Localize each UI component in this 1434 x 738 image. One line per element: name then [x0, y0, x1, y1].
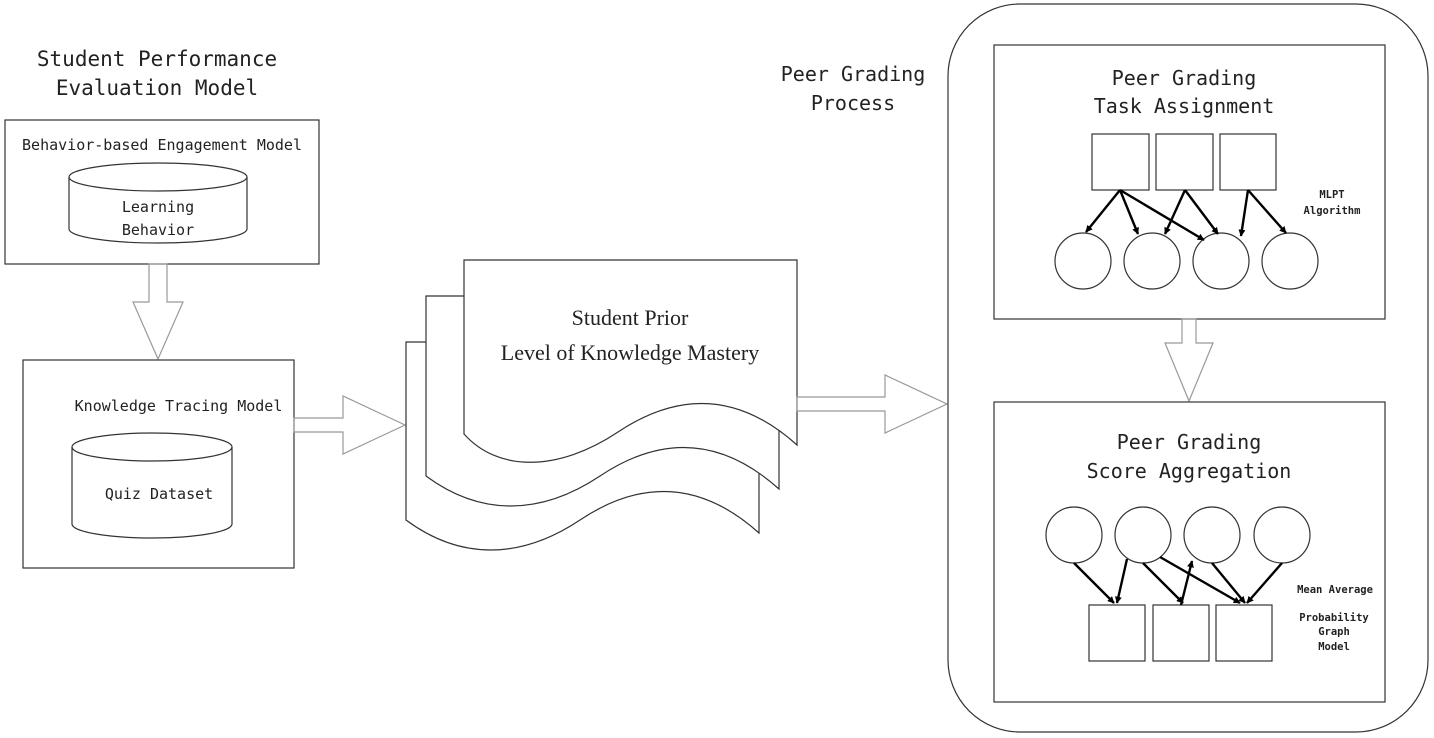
assignment-square-3: [1219, 133, 1277, 191]
hollow-arrow-right-1: [293, 395, 407, 455]
probability-graph-model-label-line1: Probability: [1299, 612, 1369, 624]
aggregation-square-2: [1152, 604, 1210, 662]
knowledge-tracing-label: Knowledge Tracing Model: [74, 397, 283, 415]
assignment-circle-3: [1192, 232, 1250, 290]
score-aggregation-box: [993, 401, 1386, 703]
engagement-model-label: Behavior-based Engagement Model: [22, 136, 302, 154]
task-assignment-title-line1: Peer Grading: [1111, 66, 1257, 90]
aggregation-circle-2: [1114, 506, 1172, 564]
aggregation-circle-3: [1183, 506, 1241, 564]
aggregation-circle-1: [1045, 506, 1103, 564]
assignment-circle-4: [1261, 232, 1319, 290]
mean-average-label: Mean Average: [1297, 584, 1373, 596]
evaluation-model-title-line2: Evaluation Model: [55, 76, 259, 100]
aggregation-arrows: [1073, 555, 1283, 606]
aggregation-square-3: [1215, 604, 1273, 662]
score-aggregation-title-line2: Score Aggregation: [1086, 459, 1292, 483]
multi-document-shape: [405, 259, 798, 551]
aggregation-circle-4: [1253, 506, 1311, 564]
prior-knowledge-label-line2: Level of Knowledge Mastery: [500, 340, 760, 365]
aggregation-circles: [1045, 506, 1311, 564]
knowledge-tracing-box: [22, 359, 295, 569]
score-aggregation-title-line1: Peer Grading: [1116, 430, 1262, 454]
evaluation-model-title-line1: Student Performance: [36, 47, 278, 71]
document-front: [463, 259, 798, 463]
hollow-arrow-down-left: [132, 263, 184, 361]
assignment-arrows: [1085, 188, 1287, 242]
assignment-square-2: [1155, 133, 1214, 191]
assignment-circles: [1054, 232, 1319, 290]
aggregation-square-1: [1088, 604, 1146, 662]
peer-grading-process-title-line2: Process: [810, 91, 896, 115]
task-assignment-title-line2: Task Assignment: [1093, 94, 1275, 118]
prior-knowledge-label-line1: Student Prior: [571, 305, 689, 330]
learning-behavior-label-line2: Behavior: [121, 221, 195, 239]
hollow-arrow-right-2: [796, 374, 949, 434]
hollow-arrow-down-right: [1164, 318, 1214, 403]
quiz-dataset-cylinder: [71, 432, 233, 539]
mlpt-algorithm-label-line2: Algorithm: [1303, 205, 1361, 217]
learning-behavior-label-line1: Learning: [121, 198, 195, 216]
probability-graph-model-label-line2: Graph: [1318, 626, 1350, 638]
learning-behavior-cylinder: [68, 162, 248, 244]
quiz-dataset-label: Quiz Dataset: [104, 485, 214, 503]
probability-graph-model-label-line3: Model: [1318, 641, 1350, 653]
aggregation-squares: [1088, 604, 1273, 662]
assignment-square-1: [1091, 133, 1150, 191]
assignment-circle-1: [1054, 232, 1112, 290]
peer-grading-process-title-line1: Peer Grading: [780, 62, 926, 86]
assignment-circle-2: [1123, 232, 1181, 290]
assignment-squares: [1091, 133, 1277, 191]
peer-grading-process-container: [947, 3, 1429, 733]
mlpt-algorithm-label-line1: MLPT: [1319, 189, 1345, 201]
